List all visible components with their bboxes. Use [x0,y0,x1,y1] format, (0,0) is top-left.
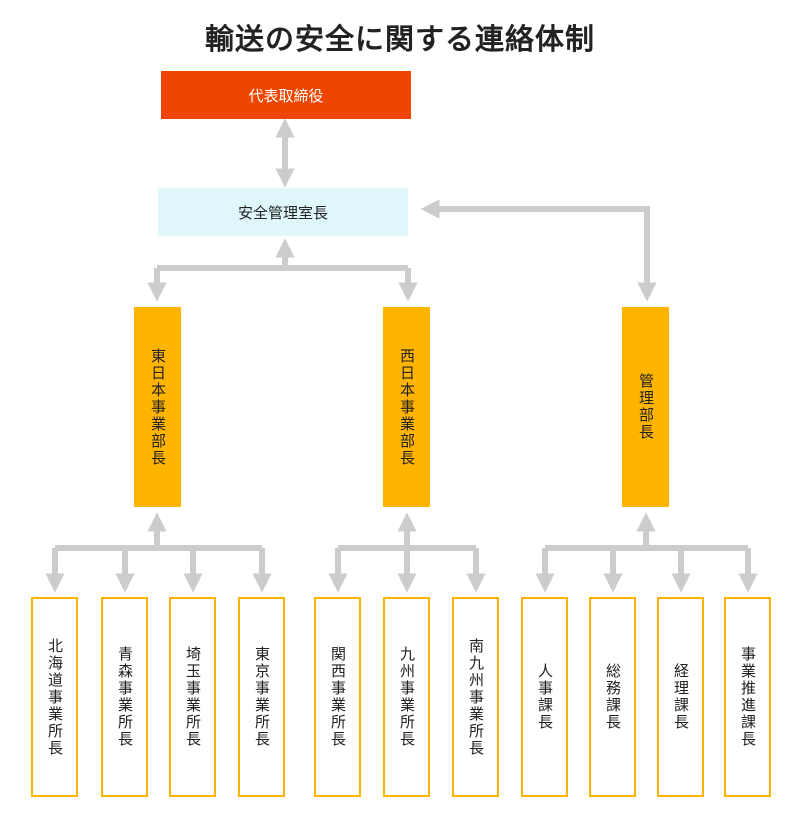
east-division-label: 東日本事業部長 [149,347,167,467]
safety-manager-label: 安全管理室長 [237,203,328,222]
office-box-8: 人事課長 [521,597,568,797]
admin-division-box: 管理部長 [622,307,669,507]
office-label: 人事課長 [536,663,554,731]
office-box-1: 北海道事業所長 [31,597,78,797]
office-box-4: 東京事業所長 [238,597,285,797]
office-box-6: 九州事業所長 [383,597,430,797]
office-box-5: 関西事業所長 [314,597,361,797]
ceo-label: 代表取締役 [248,86,324,105]
office-label: 南九州事業所長 [467,637,485,757]
office-box-9: 総務課長 [589,597,636,797]
admin-division-arrow [420,199,657,302]
office-label: 東京事業所長 [253,646,271,748]
ceo-box: 代表取締役 [161,71,411,119]
west-division-box: 西日本事業部長 [383,307,430,507]
office-box-7: 南九州事業所長 [452,597,499,797]
office-box-10: 経理課長 [657,597,704,797]
office-box-3: 埼玉事業所長 [169,597,216,797]
office-label: 経理課長 [672,663,690,731]
safety-manager-box: 安全管理室長 [158,188,408,236]
office-box-2: 青森事業所長 [101,597,148,797]
west-division-label: 西日本事業部長 [398,347,416,467]
east-division-box: 東日本事業部長 [134,307,181,507]
office-label: 埼玉事業所長 [184,646,202,748]
office-label: 関西事業所長 [329,646,347,748]
office-label: 北海道事業所長 [46,637,64,757]
office-box-11: 事業推進課長 [724,597,771,797]
office-label: 総務課長 [604,663,622,731]
office-label: 青森事業所長 [116,646,134,748]
admin-division-label: 管理部長 [637,373,655,441]
office-label: 九州事業所長 [398,646,416,748]
office-label: 事業推進課長 [739,646,757,748]
diagram-title: 輸送の安全に関する連絡体制 [204,22,595,56]
